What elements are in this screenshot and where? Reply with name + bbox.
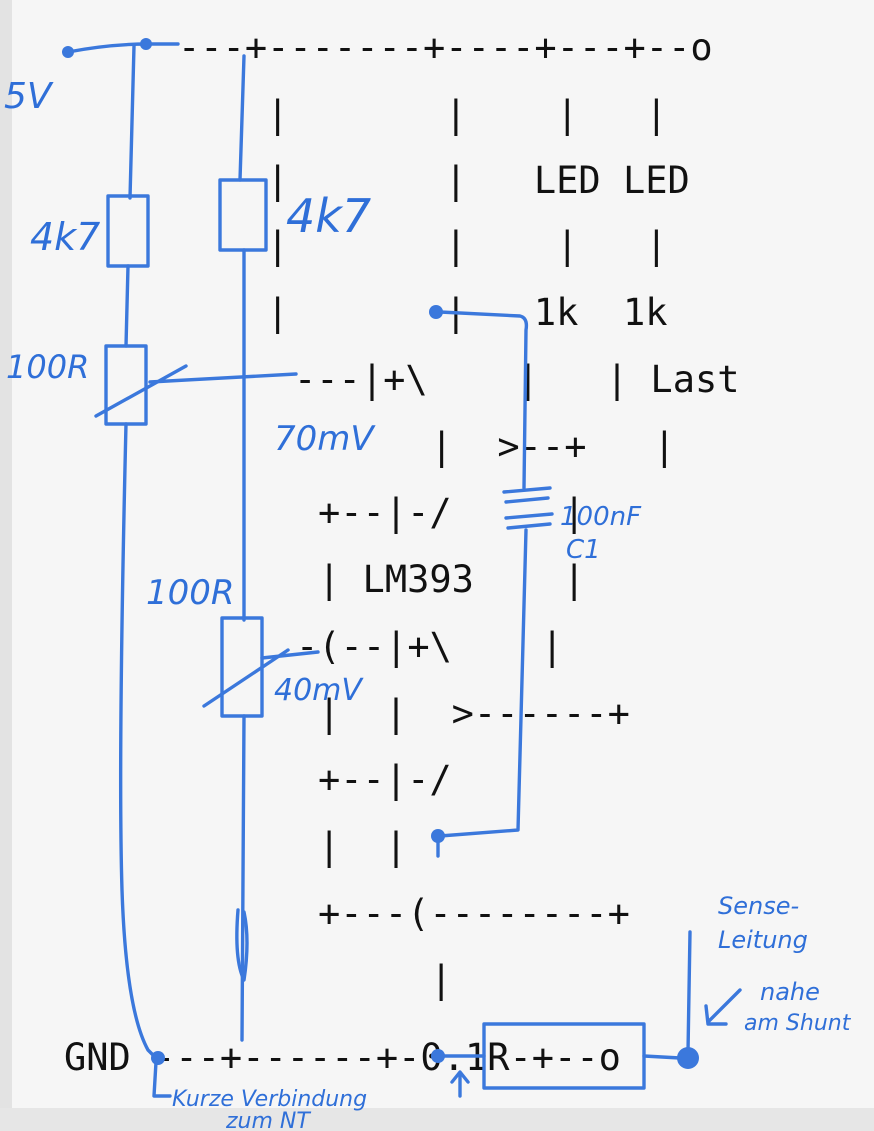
cap-plate-top [502, 486, 552, 504]
ascii-line-lm393: | LM393 | [318, 558, 585, 601]
wiper-to-plus-in-1 [148, 372, 298, 384]
wiper-to-plus-in-2 [260, 650, 320, 660]
pot-100r-top-wiper-arrow [94, 364, 188, 418]
label-4k7-mid: 4k7 [286, 189, 371, 243]
label-sense-1: Sense- [718, 892, 799, 920]
label-70mv: 70mV [274, 419, 376, 459]
ascii-line-15: | [430, 958, 452, 1001]
label-4k7-left: 4k7 [30, 215, 100, 259]
sense-lead [686, 930, 692, 1054]
ascii-line-out-1: | >--+ | [386, 425, 676, 468]
supply-node-dot [140, 38, 152, 50]
ascii-line-top-rail: ---+-------+----+---+--o [178, 26, 713, 69]
ascii-line-13: | | [318, 825, 407, 868]
ascii-line-2: | | | | [222, 93, 668, 136]
left-wire-mid [124, 264, 130, 348]
label-100nf: 100nF [560, 502, 642, 532]
left-border [0, 0, 12, 1131]
gnd-short-link [152, 1060, 172, 1098]
label-100r-top: 100R [6, 348, 89, 386]
label-c1: C1 [566, 535, 601, 565]
mid-wire-loop [235, 908, 249, 982]
label-5v: 5V [4, 76, 54, 117]
supply-terminal-dot [62, 46, 74, 58]
label-sense-2: Leitung [718, 926, 808, 954]
label-gnd-2: zum NT [225, 1109, 311, 1131]
gnd-up-arrowhead [450, 1070, 470, 1084]
label-sense-3: nahe [760, 978, 820, 1006]
cap-wire-bottom [438, 528, 528, 838]
ascii-schematic: ---+-------+----+---+--o | | | | | | LED… [64, 26, 740, 1079]
label-40mv: 40mV [274, 673, 364, 708]
gnd-star-dot [151, 1051, 165, 1065]
label-sense-4: am Shunt [744, 1011, 852, 1036]
cap-plate-bottom [504, 512, 554, 530]
ascii-line-minus-in-2: +--|-/ [318, 758, 452, 801]
ascii-line-out-2: | | >------+ [318, 692, 630, 735]
label-100r-bottom: 100R [146, 573, 235, 613]
ascii-line-led: | | LED LED [222, 159, 690, 202]
gnd-node-dot [431, 1049, 445, 1063]
ascii-line-4: | | | | [222, 224, 668, 267]
bottom-border [0, 1108, 874, 1131]
ascii-line-plus-in-1: ---|+\ | | Last [294, 358, 740, 401]
ascii-line-sense-rail: +---(--------+ [318, 892, 630, 935]
pot-100r-bottom-wiper-arrow [202, 648, 290, 708]
mid-wire-bottom [240, 714, 246, 1042]
shunt-sense-node-dot [677, 1047, 699, 1069]
left-wire-to-gnd [118, 422, 162, 1064]
ascii-line-plus-in-2: -(--|+\ | [296, 625, 563, 668]
cap-node-bottom-dot [431, 829, 445, 843]
cap-wire-top [438, 310, 529, 490]
ascii-line-gnd-rail: GND ---+------+-0.1R-+--o [64, 1036, 621, 1079]
cap-node-top-dot [429, 305, 443, 319]
mid-wire-top [238, 54, 246, 182]
label-gnd-1: Kurze Verbindung [172, 1087, 367, 1112]
sense-arrow [704, 988, 742, 1026]
handdrawn-overlay: 5V 4k7 4k7 100R 70mV 100R 40mV 100nF C1 … [4, 38, 852, 1131]
left-wire-top [128, 44, 136, 200]
shunt-to-sense [642, 1054, 682, 1060]
